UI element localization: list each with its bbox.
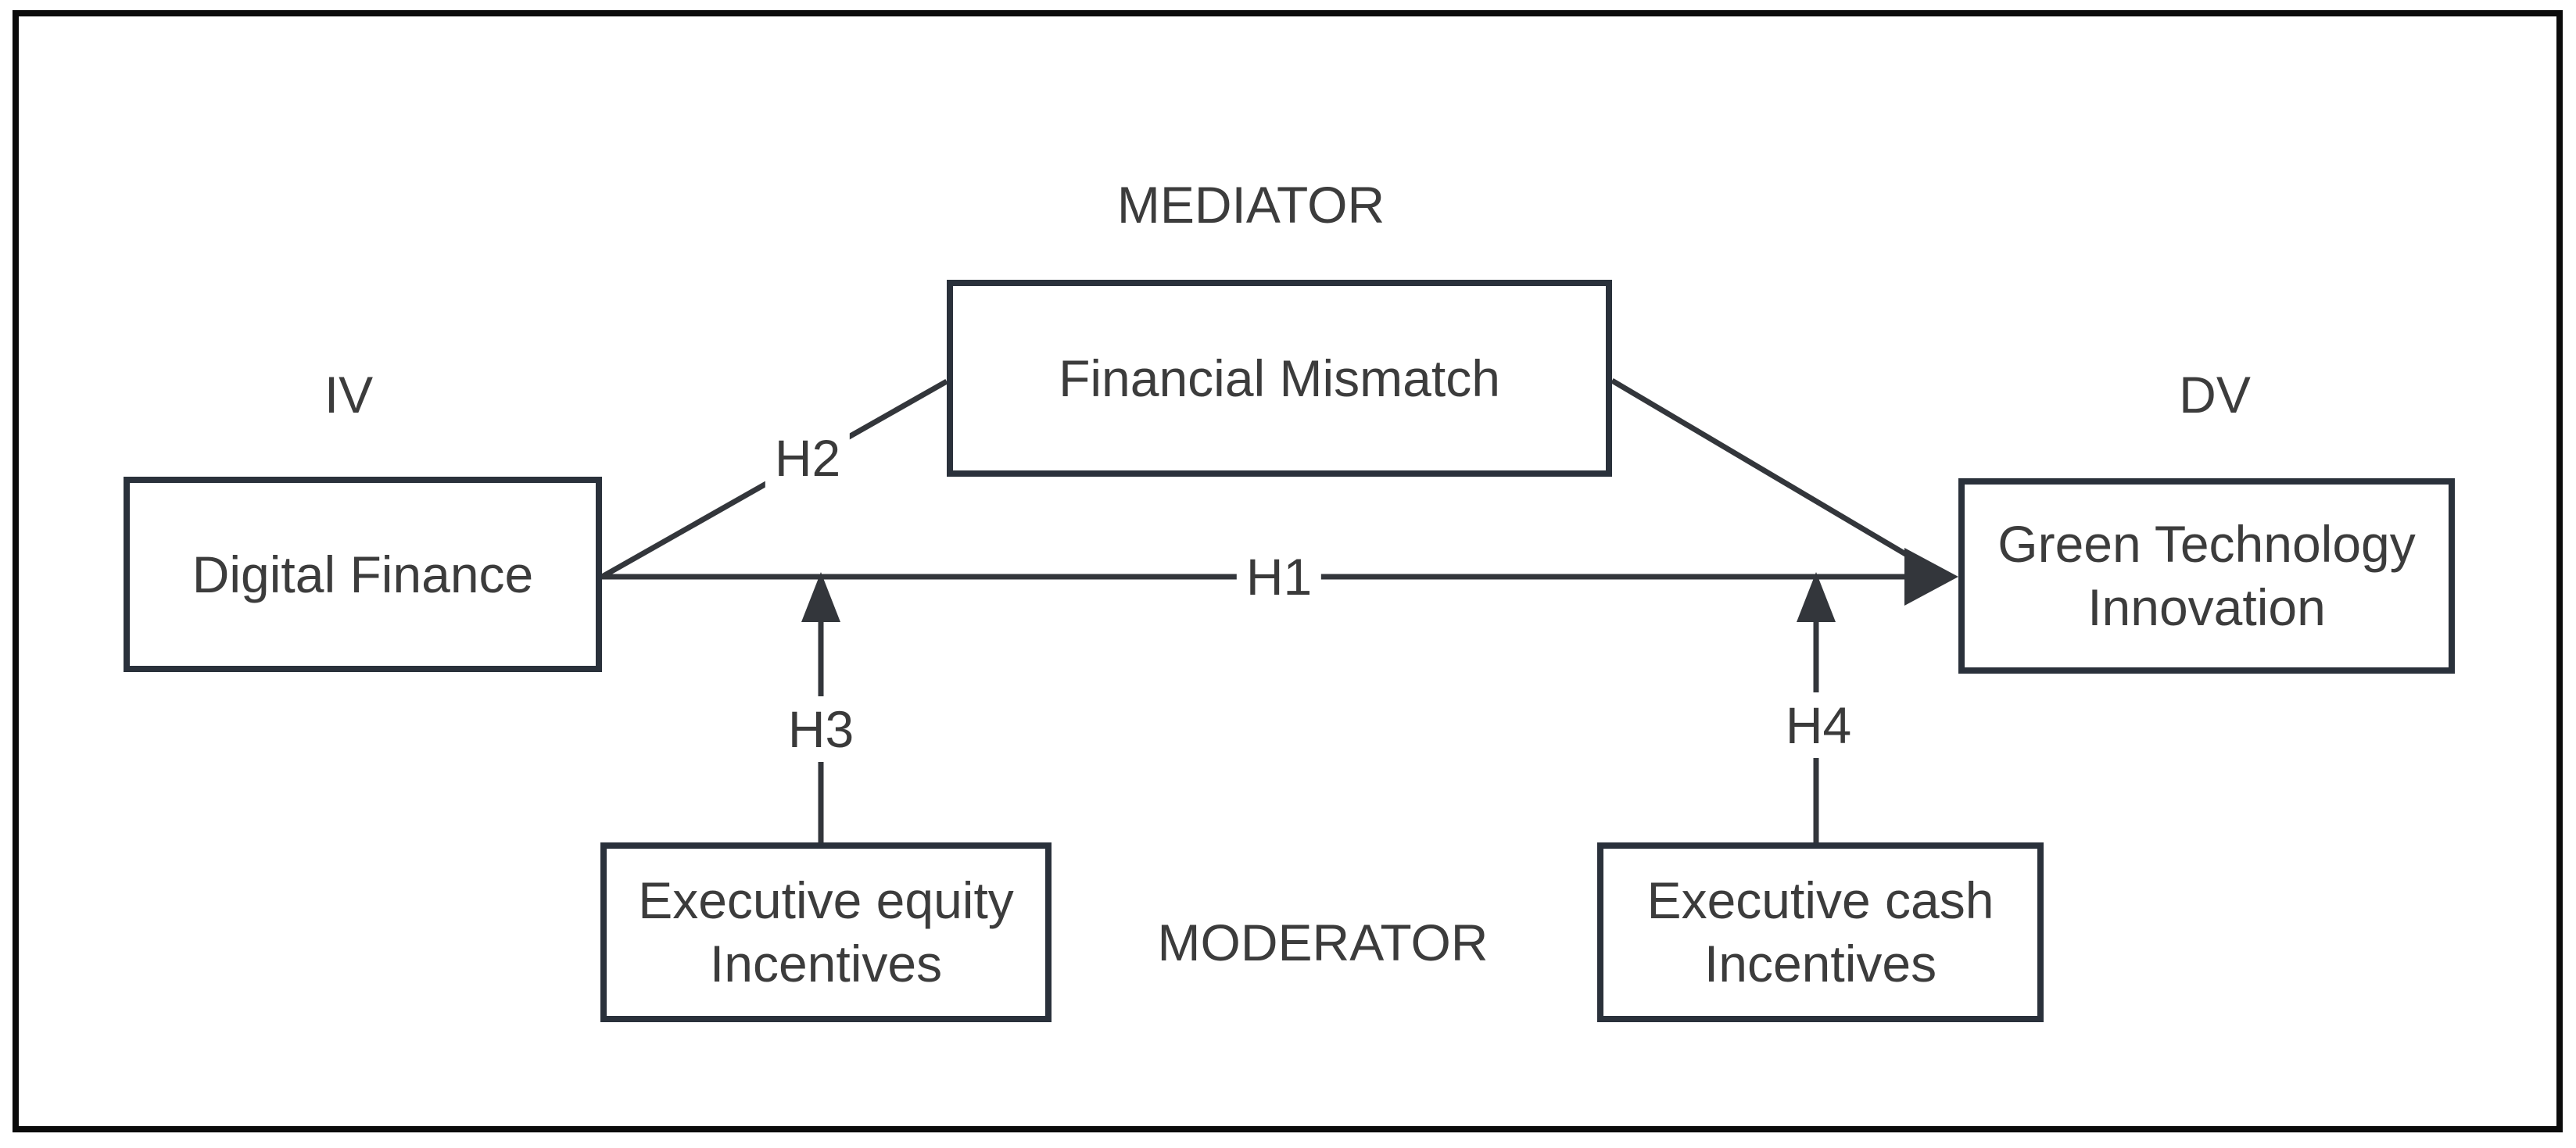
path-label-h3: H3 — [778, 696, 864, 762]
path-label-h2: H2 — [765, 425, 851, 491]
path-label-h1: H1 — [1236, 544, 1322, 610]
role-label-dv: DV — [2179, 366, 2251, 424]
node-executive-equity-incentives-label: Executive equity Incentives — [638, 871, 1014, 992]
arrowhead-into-dv — [1904, 548, 1958, 606]
path-mediator-to-dv-line — [1610, 377, 1939, 576]
node-executive-cash-incentives: Executive cash Incentives — [1597, 842, 2044, 1022]
node-digital-finance-label: Digital Finance — [192, 545, 534, 603]
node-green-technology-innovation-label: Green Technology Innovation — [1997, 515, 2416, 636]
role-label-moderator: MODERATOR — [1157, 914, 1489, 971]
role-label-mediator: MEDIATOR — [1116, 176, 1385, 234]
node-financial-mismatch-label: Financial Mismatch — [1059, 349, 1500, 407]
outer-frame — [13, 10, 2563, 1132]
node-executive-cash-incentives-label: Executive cash Incentives — [1646, 871, 1994, 992]
node-financial-mismatch: Financial Mismatch — [947, 280, 1612, 477]
node-digital-finance: Digital Finance — [124, 477, 602, 672]
node-executive-equity-incentives: Executive equity Incentives — [600, 842, 1052, 1022]
role-label-iv: IV — [324, 366, 374, 424]
node-green-technology-innovation: Green Technology Innovation — [1958, 478, 2455, 674]
path-label-h4: H4 — [1775, 692, 1861, 758]
arrowhead-h4 — [1797, 572, 1836, 622]
arrowhead-h3 — [801, 572, 840, 622]
